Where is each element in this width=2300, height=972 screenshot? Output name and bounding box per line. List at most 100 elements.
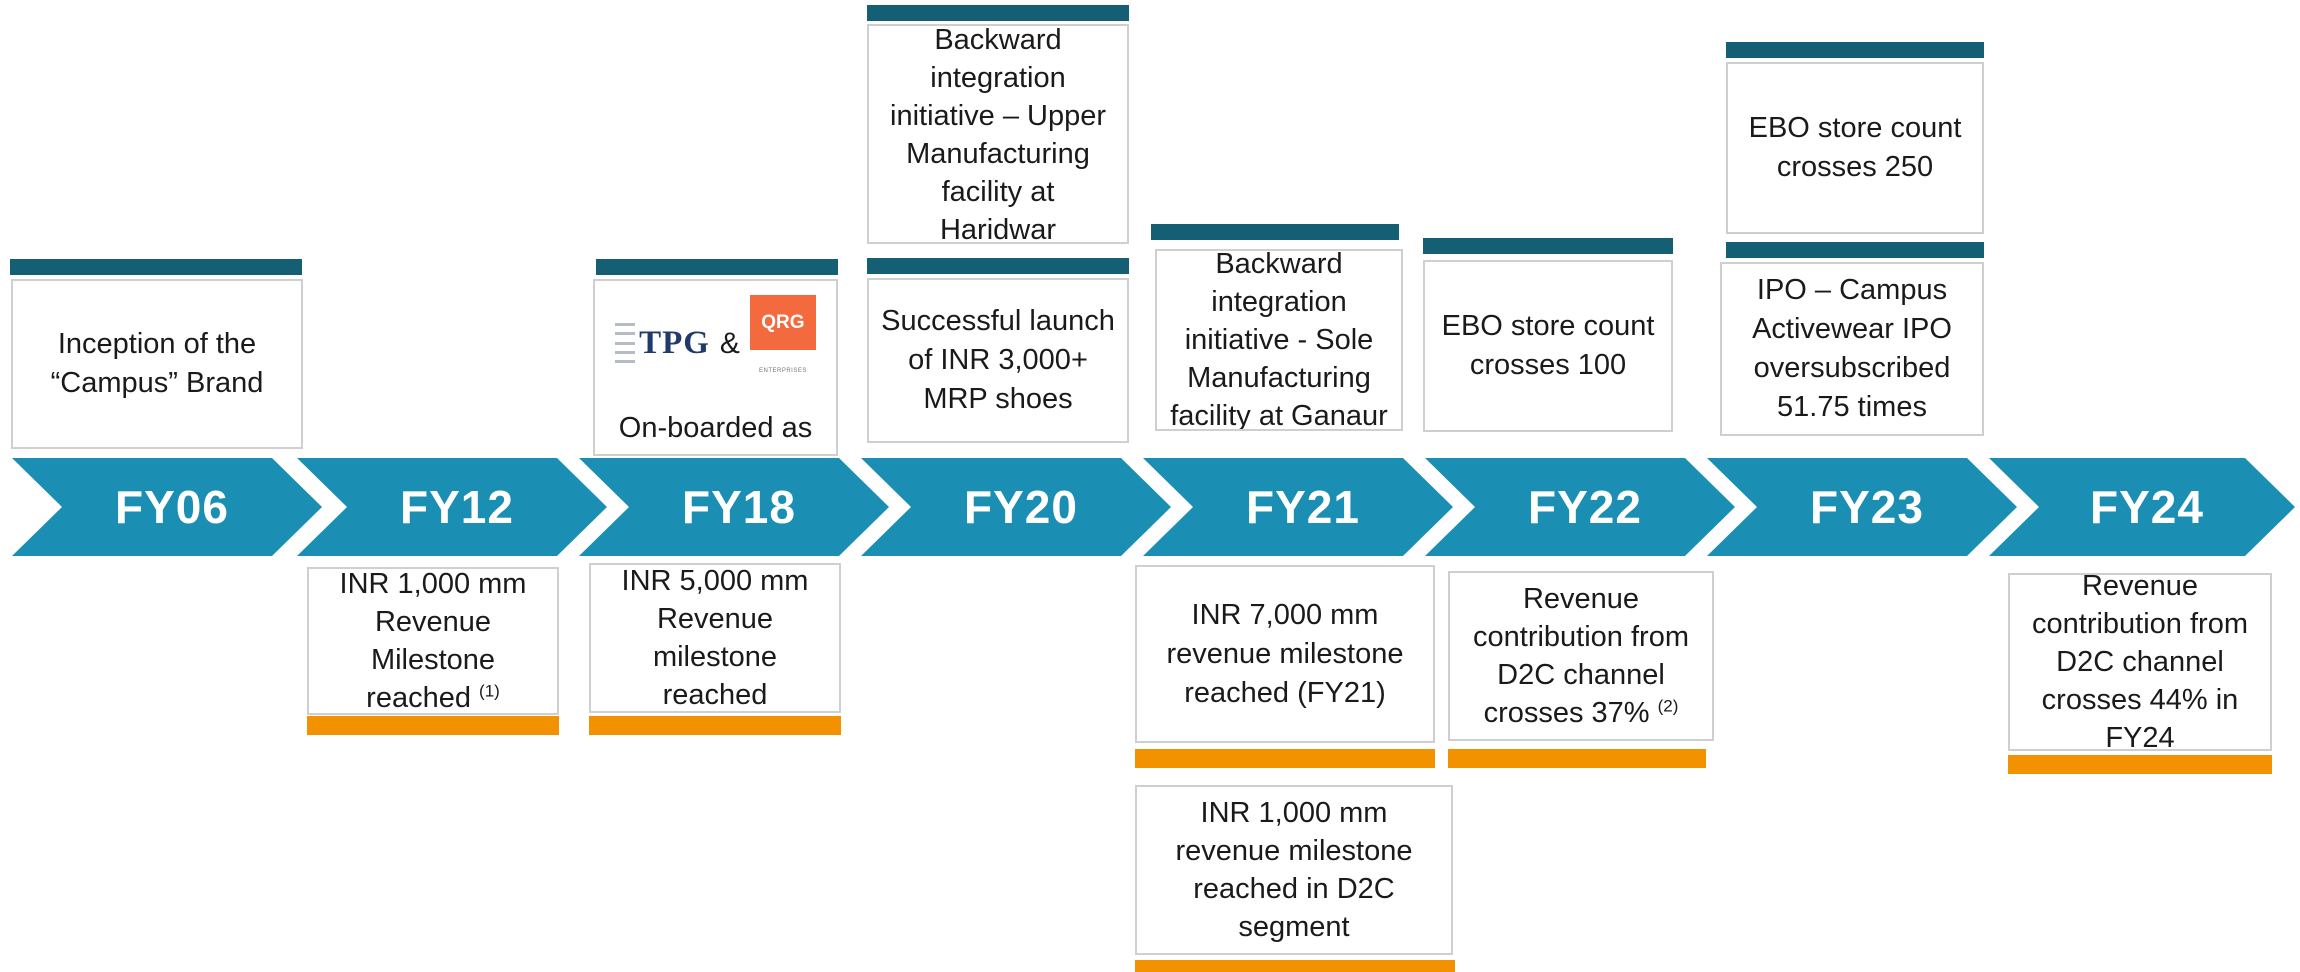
milestone-text-line: D2C channel [1497, 659, 1665, 691]
ampersand: & [719, 326, 740, 360]
fy22-bottom-bar [1448, 749, 1706, 768]
fy12-milestone-box: INR 1,000 mm Revenue Milestone reached (… [307, 567, 559, 715]
event-text-line: On-boarded as [618, 412, 813, 444]
event-text-line: Manufacturing [906, 138, 1090, 170]
chevron-fy18: FY18 [579, 458, 889, 556]
milestone-text-line: INR 1,000 mm [339, 568, 527, 600]
event-text-line: Activewear IPO [1752, 313, 1952, 345]
fy18-bottom-bar [589, 716, 841, 735]
chevron-fy12: FY12 [297, 458, 607, 556]
fy20-lower-event-box: Successful launch of INR 3,000+ MRP shoe… [867, 278, 1129, 443]
fy18-top-bar [596, 259, 838, 275]
milestone-text-line: reached [662, 679, 768, 711]
fy24-milestone-box: Revenue contribution from D2C channel cr… [2008, 573, 2272, 751]
year-label-fy20: FY20 [964, 481, 1078, 533]
milestone-text-line: crosses 44% in [2041, 684, 2239, 716]
milestone-text-line: INR 1,000 mm [1200, 797, 1388, 829]
event-text-line: IPO – Campus [1756, 274, 1948, 306]
fy22-top-bar [1423, 238, 1673, 254]
event-text-line: 51.75 times [1777, 391, 1927, 423]
chevron-shape-fy23 [1707, 458, 2017, 556]
event-text-line: EBO store count [1441, 310, 1655, 342]
event-text-line: MRP shoes [923, 383, 1073, 415]
milestone-text-line: INR 5,000 mm [621, 565, 809, 597]
year-label-fy18: FY18 [682, 481, 796, 533]
investor-logos: TPG & QRG ENTERPRISES [615, 295, 816, 391]
milestone-text-line: Revenue [2081, 573, 2199, 602]
milestone-text-line: reached (1) [366, 681, 500, 714]
fy23-lower-top-bar [1726, 242, 1984, 258]
event-text-line: initiative - Sole [1184, 324, 1374, 356]
event-text-line: Manufacturing [1187, 362, 1371, 394]
milestone-text-line: Revenue [656, 603, 774, 635]
fy23-upper-top-bar [1726, 42, 1984, 58]
fy18-milestone-box: INR 5,000 mm Revenue milestone reached [589, 563, 841, 713]
fy20-upper-top-bar [867, 5, 1129, 21]
event-text-line: initiative – Upper [890, 100, 1106, 132]
qrg-logo: QRG ENTERPRISES [749, 295, 816, 391]
event-text-line: EBO store count [1748, 112, 1962, 144]
event-text-line: Inception of the [57, 328, 257, 360]
fy18-event-box: TPG & QRG ENTERPRISES On-boarded as inve… [593, 279, 838, 456]
fy21-bottom-bar-a [1135, 749, 1435, 768]
fy21-milestone-box-b: INR 1,000 mm revenue milestone reached i… [1135, 785, 1453, 955]
year-label-fy12: FY12 [400, 481, 514, 533]
milestone-text-line: revenue milestone [1166, 637, 1404, 670]
tpg-logo: TPG [615, 323, 710, 363]
milestone-text-line: INR 7,000 mm [1191, 598, 1379, 631]
fy21-event-box: Backward integration initiative - Sole M… [1155, 249, 1403, 431]
chevron-shape-fy21 [1143, 458, 1453, 556]
event-text-line: integration [1211, 286, 1347, 318]
fy21-top-bar [1151, 224, 1399, 240]
milestone-text-line: crosses 37% (2) [1483, 696, 1679, 729]
year-label-fy23: FY23 [1810, 481, 1924, 533]
milestone-text-line: Revenue [1522, 583, 1640, 615]
milestone-text-line: Milestone [370, 644, 496, 676]
year-label-fy21: FY21 [1246, 481, 1360, 533]
chevron-shape-fy22 [1425, 458, 1735, 556]
fy23-upper-event-box: EBO store count crosses 250 [1726, 62, 1984, 234]
event-text-line: integration [930, 62, 1066, 94]
event-text-line: Backward [1215, 249, 1343, 280]
milestone-text-line: milestone [652, 641, 778, 673]
event-text-line: facility at Ganaur [1170, 400, 1388, 431]
milestone-text-line: segment [1238, 911, 1350, 943]
fy23-lower-event-box: IPO – Campus Activewear IPO oversubscrib… [1720, 262, 1984, 436]
year-label-fy22: FY22 [1528, 481, 1642, 533]
milestone-text-line: contribution from [1473, 621, 1689, 653]
milestone-text-line: FY24 [2105, 722, 2175, 751]
event-text-line: crosses 100 [1469, 349, 1627, 381]
footnote-marker: (1) [479, 681, 500, 701]
event-text-line: investors [657, 448, 773, 454]
milestone-text-line: reached in D2C [1193, 873, 1395, 905]
milestone-text-line: revenue milestone [1175, 835, 1413, 867]
fy21-bottom-bar-b [1135, 960, 1455, 972]
event-text-line: Haridwar [939, 214, 1057, 244]
chevron-fy06: FY06 [12, 458, 322, 556]
event-text-line: oversubscribed [1753, 352, 1951, 384]
footnote-marker: (2) [1657, 696, 1679, 716]
event-text-line: Successful launch [881, 305, 1115, 337]
fy12-bottom-bar [307, 716, 559, 735]
chevron-shape-fy24 [1989, 458, 2295, 556]
chevron-fy20: FY20 [861, 458, 1171, 556]
fy20-upper-event-box: Backward integration initiative – Upper … [867, 24, 1129, 244]
fy22-event-box: EBO store count crosses 100 [1423, 260, 1673, 432]
fy22-milestone-box: Revenue contribution from D2C channel cr… [1448, 571, 1714, 741]
fy06-event-box: Inception of the “Campus” Brand [11, 279, 303, 449]
chevron-shape-fy18 [579, 458, 889, 556]
event-text-line: facility at [941, 176, 1055, 208]
event-text-line: of INR 3,000+ [908, 344, 1088, 376]
fy21-milestone-box-a: INR 7,000 mm revenue milestone reached (… [1135, 565, 1435, 743]
fy20-lower-top-bar [867, 258, 1129, 274]
milestone-text-line: D2C channel [2056, 646, 2224, 678]
milestone-text-line: contribution from [2032, 608, 2248, 640]
chevron-fy24: FY24 [1989, 458, 2295, 556]
chevron-fy22: FY22 [1425, 458, 1735, 556]
event-text-line: Backward [934, 24, 1062, 56]
event-text-line: “Campus” Brand [50, 367, 264, 399]
chevron-shape-fy06 [12, 458, 322, 556]
chevron-fy23: FY23 [1707, 458, 2017, 556]
year-label-fy06: FY06 [115, 481, 229, 533]
chevron-shape-fy12 [297, 458, 607, 556]
